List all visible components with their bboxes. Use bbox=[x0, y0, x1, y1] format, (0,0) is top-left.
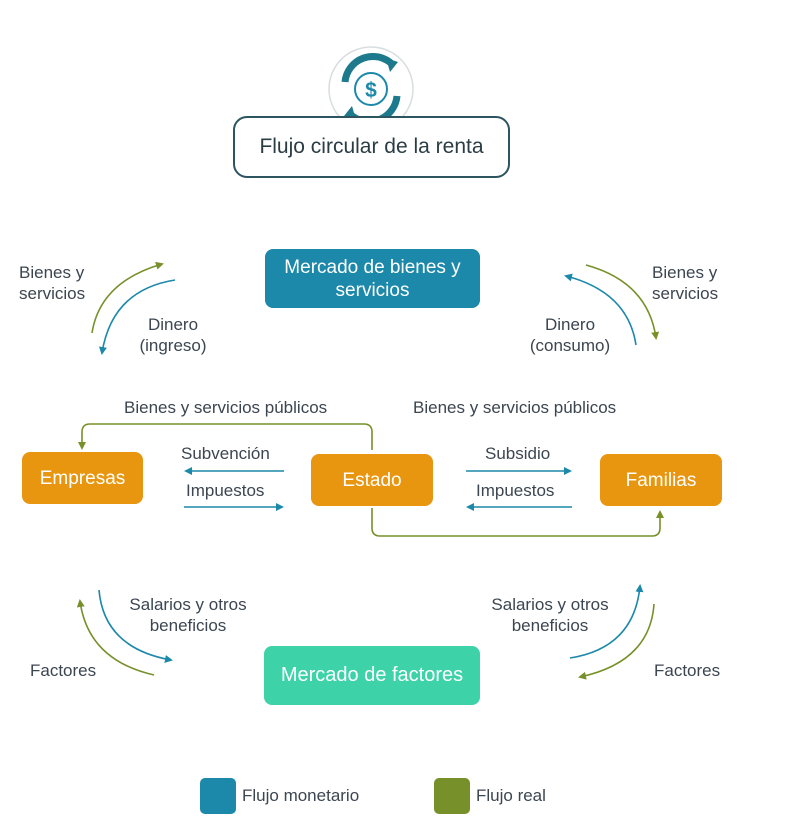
label-money-left: Dinero (ingreso) bbox=[139, 315, 207, 355]
arrow-public-goods-firms bbox=[78, 423, 373, 450]
label-public-goods-left: Bienes y servicios públicos bbox=[124, 398, 328, 417]
arrow-goods-left bbox=[91, 261, 164, 334]
label-goods-left: Bienes y servicios bbox=[19, 263, 86, 303]
node-state-label: Estado bbox=[342, 469, 402, 491]
arrow-factors-right bbox=[578, 603, 655, 680]
label-taxes-firms: Impuestos bbox=[186, 481, 265, 500]
arrow-factors-left bbox=[76, 599, 155, 676]
label-factors-left: Factores bbox=[30, 661, 97, 680]
label-wages-left: Salarios y otros beneficios bbox=[129, 595, 247, 635]
label-taxes-families: Impuestos bbox=[476, 481, 555, 500]
legend-label-real: Flujo real bbox=[476, 786, 546, 805]
label-public-goods-right: Bienes y servicios públicos bbox=[413, 398, 617, 417]
node-goods-market: Mercado de bienes y servicios bbox=[265, 249, 480, 308]
label-subsidy-firms: Subvención bbox=[181, 444, 270, 463]
svg-text:$: $ bbox=[365, 79, 377, 102]
node-families-label: Familias bbox=[625, 469, 697, 491]
label-money-right: Dinero (consumo) bbox=[529, 315, 611, 355]
node-goods-market-label: Mercado de bienes y servicios bbox=[284, 256, 461, 301]
node-factor-market-label: Mercado de factores bbox=[280, 664, 464, 686]
label-factors-right: Factores bbox=[654, 661, 721, 680]
node-firms: Empresas bbox=[22, 452, 143, 504]
diagram-title: Flujo circular de la renta bbox=[233, 116, 510, 178]
label-wages-right: Salarios y otros beneficios bbox=[491, 595, 609, 635]
label-subsidy-families: Subsidio bbox=[485, 444, 551, 463]
arrow-money-left bbox=[98, 279, 176, 355]
node-factor-market: Mercado de factores bbox=[264, 646, 480, 705]
node-families: Familias bbox=[600, 454, 722, 506]
node-firms-label: Empresas bbox=[39, 467, 126, 489]
arrow-money-right bbox=[564, 273, 637, 346]
legend-label-monetary: Flujo monetario bbox=[242, 786, 360, 805]
arrow-public-goods-families bbox=[371, 508, 664, 537]
arrow-wages-left bbox=[98, 589, 173, 663]
legend-swatch-monetary bbox=[200, 778, 236, 814]
arrow-goods-right bbox=[585, 264, 660, 340]
label-goods-right: Bienes y servicios bbox=[652, 263, 719, 303]
arrow-wages-right bbox=[569, 584, 644, 659]
legend-swatch-real bbox=[434, 778, 470, 814]
node-state: Estado bbox=[311, 454, 433, 506]
